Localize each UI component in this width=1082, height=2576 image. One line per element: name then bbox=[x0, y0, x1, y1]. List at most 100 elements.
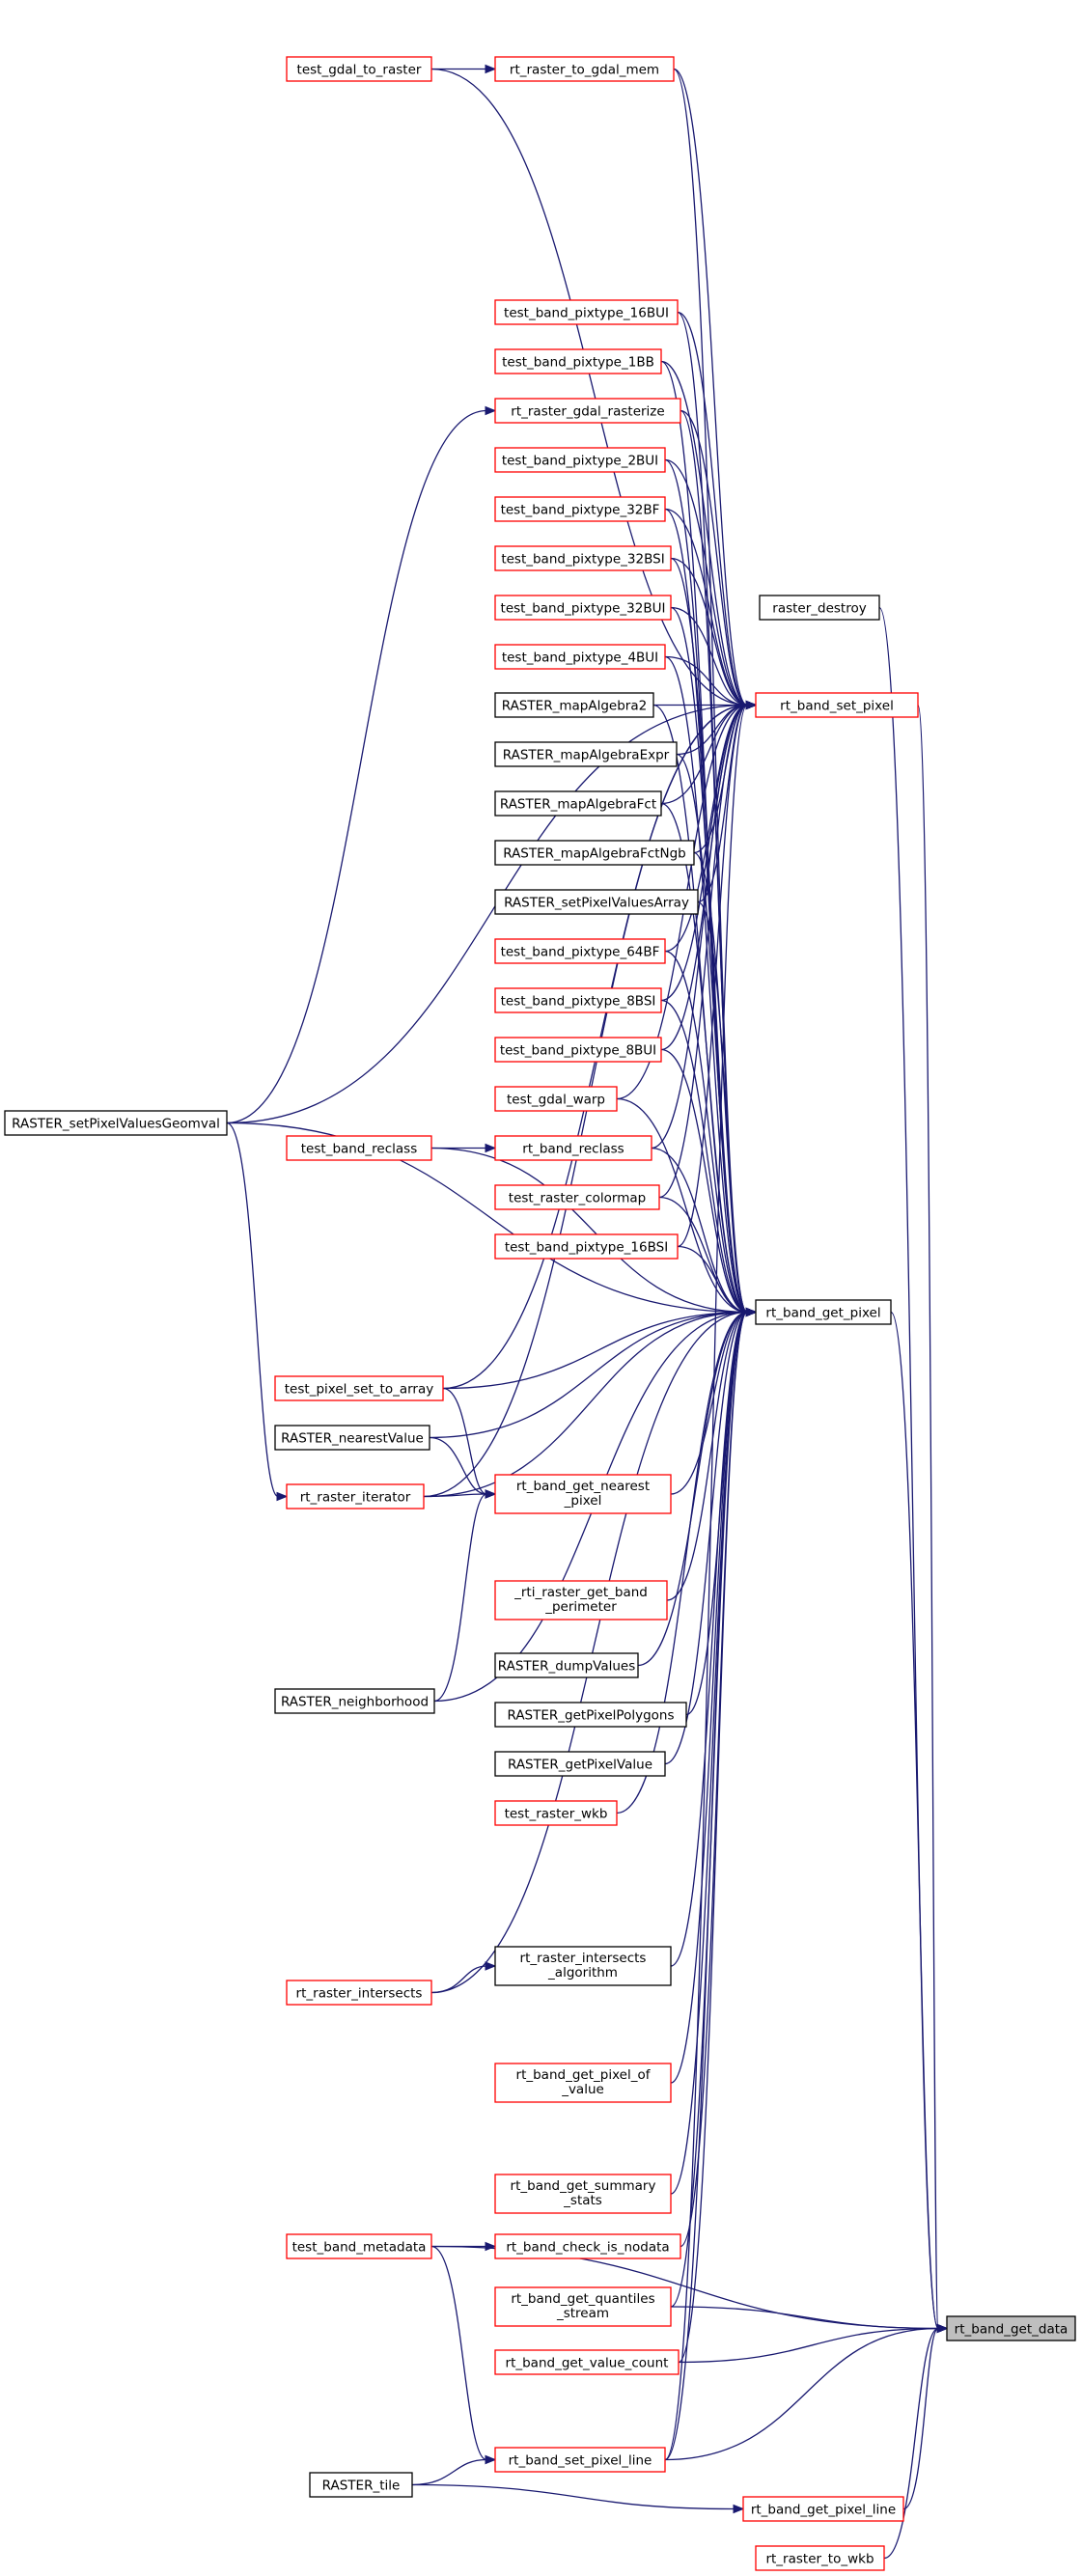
node-box bbox=[494, 2286, 672, 2327]
node-test-band-pixtype-64bf[interactable]: test_band_pixtype_64BF bbox=[494, 938, 666, 964]
node-label: rt_band_get_value_count bbox=[506, 2356, 669, 2371]
node-rt-raster-iterator[interactable]: rt_raster_iterator bbox=[286, 1483, 425, 1510]
node-label: RASTER_mapAlgebra2 bbox=[502, 699, 647, 714]
node-label: test_band_pixtype_32BUI bbox=[501, 601, 666, 617]
node-label: _value bbox=[561, 2082, 604, 2097]
node-rt-raster-to-wkb[interactable]: rt_raster_to_wkb bbox=[755, 2545, 885, 2571]
node-box bbox=[286, 1483, 425, 1510]
edge-test-band-reclass-to-rt-band-get-pixel bbox=[430, 1147, 758, 1317]
node-box bbox=[494, 2349, 680, 2375]
node-rt-band-get-nearest-pixel[interactable]: rt_band_get_nearest_pixel bbox=[494, 1474, 672, 1514]
node-rti-raster-get-band-perimeter[interactable]: _rti_raster_get_band_perimeter bbox=[494, 1580, 668, 1620]
edge-raster-tile-to-rt-band-set-pixel-line bbox=[411, 2454, 497, 2486]
node-test-band-pixtype-32bf[interactable]: test_band_pixtype_32BF bbox=[494, 496, 666, 522]
node-raster-getpixelpolygons[interactable]: RASTER_getPixelPolygons bbox=[494, 1702, 687, 1728]
node-rt-band-reclass[interactable]: rt_band_reclass bbox=[494, 1135, 652, 1161]
node-test-gdal-to-raster[interactable]: test_gdal_to_raster bbox=[286, 56, 432, 82]
node-raster-mapalgebraexpr[interactable]: RASTER_mapAlgebraExpr bbox=[494, 741, 678, 767]
node-rt-band-set-pixel[interactable]: rt_band_set_pixel bbox=[755, 692, 919, 718]
node-box bbox=[494, 741, 678, 767]
node-test-band-reclass[interactable]: test_band_reclass bbox=[286, 1135, 432, 1161]
arrowhead-icon bbox=[485, 2241, 497, 2252]
arrowhead-icon bbox=[485, 405, 497, 416]
node-label: rt_band_get_pixel bbox=[765, 1306, 880, 1321]
edge-test-band-pixtype-8bui-to-rt-band-get-pixel bbox=[660, 1048, 758, 1317]
node-label: RASTER_neighborhood bbox=[281, 1695, 429, 1710]
node-test-gdal-warp[interactable]: test_gdal_warp bbox=[494, 1086, 618, 1112]
node-raster-dumpvalues[interactable]: RASTER_dumpValues bbox=[494, 1652, 639, 1678]
node-test-band-pixtype-8bui[interactable]: test_band_pixtype_8BUI bbox=[494, 1037, 662, 1063]
node-raster-mapalgebrafct[interactable]: RASTER_mapAlgebraFct bbox=[494, 790, 662, 817]
node-box bbox=[286, 2233, 432, 2259]
arrowhead-icon bbox=[485, 1143, 497, 1153]
node-raster-destroy[interactable]: raster_destroy bbox=[759, 595, 880, 621]
node-raster-nearestvalue[interactable]: RASTER_nearestValue bbox=[274, 1425, 430, 1451]
arrowhead-icon bbox=[485, 1489, 497, 1499]
node-label: test_raster_colormap bbox=[509, 1191, 646, 1206]
node-rt-band-get-data[interactable]: rt_band_get_data bbox=[946, 2315, 1076, 2341]
node-rt-raster-intersects-algorithm[interactable]: rt_raster_intersects_algorithm bbox=[494, 1946, 672, 1986]
node-test-band-pixtype-8bsi[interactable]: test_band_pixtype_8BSI bbox=[494, 987, 662, 1013]
edge-test-band-metadata-to-rt-band-set-pixel-line bbox=[430, 2245, 497, 2465]
node-label: test_raster_wkb bbox=[505, 1807, 608, 1822]
node-box bbox=[494, 299, 679, 325]
node-label: rt_band_get_quantiles bbox=[511, 2291, 654, 2307]
node-test-band-pixtype-4bui[interactable]: test_band_pixtype_4BUI bbox=[494, 644, 666, 670]
edge-rt-band-get-summary-stats-to-rt-band-get-pixel bbox=[670, 1307, 758, 2195]
node-box bbox=[494, 348, 662, 374]
node-box bbox=[494, 545, 672, 571]
node-rt-band-get-quantiles-stream[interactable]: rt_band_get_quantiles_stream bbox=[494, 2286, 672, 2327]
node-rt-band-set-pixel-line[interactable]: rt_band_set_pixel_line bbox=[494, 2447, 666, 2473]
node-rt-band-get-value-count[interactable]: rt_band_get_value_count bbox=[494, 2349, 680, 2375]
node-label: raster_destroy bbox=[772, 601, 866, 617]
node-box bbox=[494, 1751, 666, 1777]
node-raster-tile[interactable]: RASTER_tile bbox=[309, 2472, 413, 2498]
node-raster-setpixelvaluesgeomval[interactable]: RASTER_setPixelValuesGeomval bbox=[4, 1110, 228, 1136]
node-rt-band-get-pixel-line[interactable]: rt_band_get_pixel_line bbox=[742, 2496, 904, 2522]
node-test-band-pixtype-32bsi[interactable]: test_band_pixtype_32BSI bbox=[494, 545, 672, 571]
node-box bbox=[286, 1980, 432, 2006]
node-raster-neighborhood[interactable]: RASTER_neighborhood bbox=[274, 1688, 435, 1714]
node-rt-band-get-pixel[interactable]: rt_band_get_pixel bbox=[755, 1299, 892, 1325]
node-test-band-metadata[interactable]: test_band_metadata bbox=[286, 2233, 432, 2259]
edge-raster-destroy-to-rt-band-get-data bbox=[878, 606, 949, 2334]
node-box bbox=[494, 840, 695, 866]
node-test-band-pixtype-1bb[interactable]: test_band_pixtype_1BB bbox=[494, 348, 662, 374]
node-raster-mapalgebra2[interactable]: RASTER_mapAlgebra2 bbox=[494, 692, 654, 718]
node-box bbox=[755, 2545, 885, 2571]
node-raster-getpixelvalue[interactable]: RASTER_getPixelValue bbox=[494, 1751, 666, 1777]
node-box bbox=[286, 56, 432, 82]
node-label: test_band_pixtype_1BB bbox=[502, 355, 654, 371]
node-label: RASTER_nearestValue bbox=[281, 1431, 424, 1447]
node-box bbox=[494, 889, 699, 915]
node-rt-band-get-summary-stats[interactable]: rt_band_get_summary_stats bbox=[494, 2174, 672, 2214]
node-label: test_band_pixtype_16BUI bbox=[504, 306, 669, 321]
edge-rti-raster-get-band-perimeter-to-rt-band-get-pixel bbox=[666, 1307, 758, 1601]
node-rt-raster-intersects[interactable]: rt_raster_intersects bbox=[286, 1980, 432, 2006]
node-test-band-pixtype-16bui[interactable]: test_band_pixtype_16BUI bbox=[494, 299, 679, 325]
node-test-band-pixtype-16bsi[interactable]: test_band_pixtype_16BSI bbox=[494, 1233, 679, 1260]
node-raster-mapalgebrafctngb[interactable]: RASTER_mapAlgebraFctNgb bbox=[494, 840, 695, 866]
node-label: rt_raster_to_gdal_mem bbox=[510, 63, 659, 78]
node-rt-band-get-pixel-of-value[interactable]: rt_band_get_pixel_of_value bbox=[494, 2063, 672, 2103]
node-label: RASTER_setPixelValuesGeomval bbox=[12, 1117, 220, 1132]
node-label: rt_band_set_pixel bbox=[780, 699, 894, 714]
node-rt-raster-gdal-rasterize[interactable]: rt_raster_gdal_rasterize bbox=[494, 398, 681, 424]
node-raster-setpixelvaluesarray[interactable]: RASTER_setPixelValuesArray bbox=[494, 889, 699, 915]
node-test-raster-colormap[interactable]: test_raster_colormap bbox=[494, 1184, 660, 1210]
node-label: test_band_pixtype_8BUI bbox=[500, 1043, 656, 1059]
node-test-raster-wkb[interactable]: test_raster_wkb bbox=[494, 1800, 618, 1826]
node-rt-band-check-is-nodata[interactable]: rt_band_check_is_nodata bbox=[494, 2233, 681, 2259]
node-box bbox=[494, 1702, 687, 1728]
node-test-band-pixtype-32bui[interactable]: test_band_pixtype_32BUI bbox=[494, 595, 672, 621]
node-label: RASTER_setPixelValuesArray bbox=[504, 896, 689, 911]
arrowhead-icon bbox=[276, 1491, 289, 1502]
node-test-band-pixtype-2bui[interactable]: test_band_pixtype_2BUI bbox=[494, 447, 666, 473]
node-box bbox=[742, 2496, 904, 2522]
node-test-pixel-set-to-array[interactable]: test_pixel_set_to_array bbox=[274, 1375, 444, 1401]
node-label: RASTER_mapAlgebraFctNgb bbox=[503, 846, 686, 862]
node-label: rt_band_get_pixel_line bbox=[751, 2503, 896, 2518]
node-box bbox=[494, 1946, 672, 1986]
node-rt-raster-to-gdal-mem[interactable]: rt_raster_to_gdal_mem bbox=[494, 56, 675, 82]
